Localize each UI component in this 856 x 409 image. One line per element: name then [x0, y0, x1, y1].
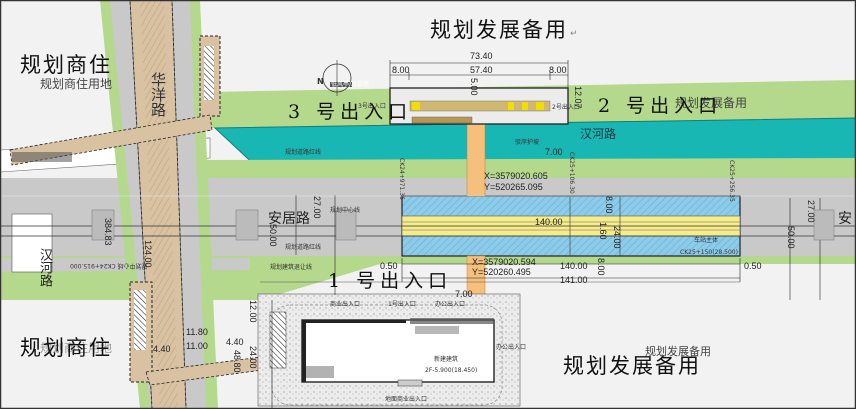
note-mileage-left: CK24+971.36 [398, 158, 405, 200]
zone-north-title: 规划发展备用 [430, 18, 568, 42]
dim-viaduct-1: 11.80 [186, 327, 208, 337]
road-name-east-west: 安居路 [268, 211, 310, 227]
dim-right-height: 12.07 [573, 86, 583, 109]
note-mileage-right: CK25+256.35 [728, 160, 735, 202]
note-building-name: 新建建筑 [434, 356, 459, 363]
dim-station-length-2: 140.00 [560, 261, 588, 271]
note-exit2-small: 2号出入口 [552, 104, 580, 111]
note-station: 车站主体 [694, 237, 719, 244]
dim-box-width-bottom: 8.00 [596, 258, 606, 276]
north-symbol: N [317, 77, 324, 86]
note-road-center: 规划中心线 [330, 207, 361, 214]
note-exit3-small: 3号出入口 [358, 103, 386, 110]
dim-platform-mid: 24.00 [612, 226, 622, 249]
dim-side-3: 48.80 [232, 350, 242, 373]
note-building-elev: 2F-5.900(18.450) [425, 367, 478, 374]
zone-nw-title: 规划商住 [20, 53, 112, 77]
zone-se-subtitle: 规划发展备用 [645, 345, 711, 358]
dim-viaduct-2: 11.00 [186, 341, 208, 351]
dim-station-total: 141.00 [560, 275, 588, 285]
river-south-green [200, 158, 856, 180]
note-exit-commercial: 商业出入口 [330, 301, 361, 308]
dim-west-1: 384.83 [103, 218, 113, 246]
dim-platform-w1: 1.60 [598, 222, 608, 240]
viaduct-deck [140, 0, 178, 409]
zone-sw-subtitle: 规划商住用地 [40, 341, 113, 355]
note-exit-no1: 1号出入口 [388, 301, 416, 308]
dim-road-right-2: 50.00 [786, 226, 796, 249]
road-name-west: 汉河路 [37, 248, 52, 287]
dim-side-1: 4.40 [153, 344, 171, 354]
note-building-line: 规划建筑退让线 [270, 264, 313, 271]
zone-nw-subtitle: 规划商住用地 [40, 77, 113, 91]
coord-upper-x: X=3579020.605 [484, 171, 548, 181]
dim-top-right: 8.00 [549, 65, 567, 75]
dim-passage-width-2: 7.00 [455, 289, 473, 299]
road-name-east-west-right: 安 [838, 211, 852, 227]
coord-lower-y: Y=520260.495 [472, 267, 531, 277]
zone-east-strip-subtitle: 规划发展备用 [675, 96, 748, 110]
note-west-label: 规划中心线 CK24+915.000 [70, 262, 148, 269]
dim-offset-right: 0.50 [744, 261, 762, 271]
return-mark: ↵ [570, 29, 578, 39]
dim-offset-left: 0.50 [380, 261, 398, 271]
road-name-north-south: 华洋路 [149, 72, 167, 117]
exit-2-label: 2 号出入口 [598, 95, 723, 117]
dim-west-2: 124.00 [143, 240, 153, 268]
note-wind-pavilion: 低风亭/冷却塔 [331, 81, 370, 88]
note-river-wall: 驳岸护坡 [515, 139, 540, 146]
dim-side-2: 4.40 [226, 337, 244, 347]
dim-vertical-12: 12.00 [248, 300, 258, 323]
dim-top-vertical: 5.00 [469, 78, 479, 96]
dim-top-total: 73.40 [470, 51, 493, 61]
note-exit-south: 地面商业出入口 [385, 396, 428, 403]
dim-road-right-1: 27.00 [806, 200, 816, 223]
road-name-river: 汉河路 [580, 127, 617, 141]
exit-3-label: 3 号出入口 [288, 101, 413, 123]
dimension-lines [260, 60, 821, 409]
note-mileage-mid: CK25+106.30 [568, 152, 575, 194]
zone-sw-title: 规划商住 [20, 336, 112, 360]
note-station-coord: CK25+150(28.500) [680, 249, 738, 256]
exit-1-label: 1 号出入口 [328, 270, 453, 292]
note-road-red-line-2: 规划道路红线 [285, 244, 322, 251]
dim-top-left: 8.00 [392, 65, 410, 75]
dim-station-length-1: 140.00 [535, 217, 563, 227]
note-exit-east: 办公出入口 [496, 344, 527, 351]
dim-top-mid: 57.40 [470, 65, 493, 75]
note-road-red-line: 规划道路红线 [285, 149, 322, 156]
coord-lower-x: X=3579020.594 [472, 257, 536, 267]
dim-vertical-24: 24.00 [248, 346, 258, 369]
coord-upper-y: Y=520265.095 [484, 182, 543, 192]
dim-passage-width: 7.00 [545, 147, 563, 157]
note-exit-office: 办公出入口 [435, 301, 466, 308]
dim-road-left-2: 50.00 [268, 224, 278, 247]
road-center-lines [0, 195, 856, 237]
zone-se-title: 规划发展备用 [563, 354, 701, 378]
dim-box-width-top: 8.00 [604, 196, 614, 214]
dim-road-left-1: 27.00 [312, 196, 322, 219]
river [213, 117, 856, 171]
